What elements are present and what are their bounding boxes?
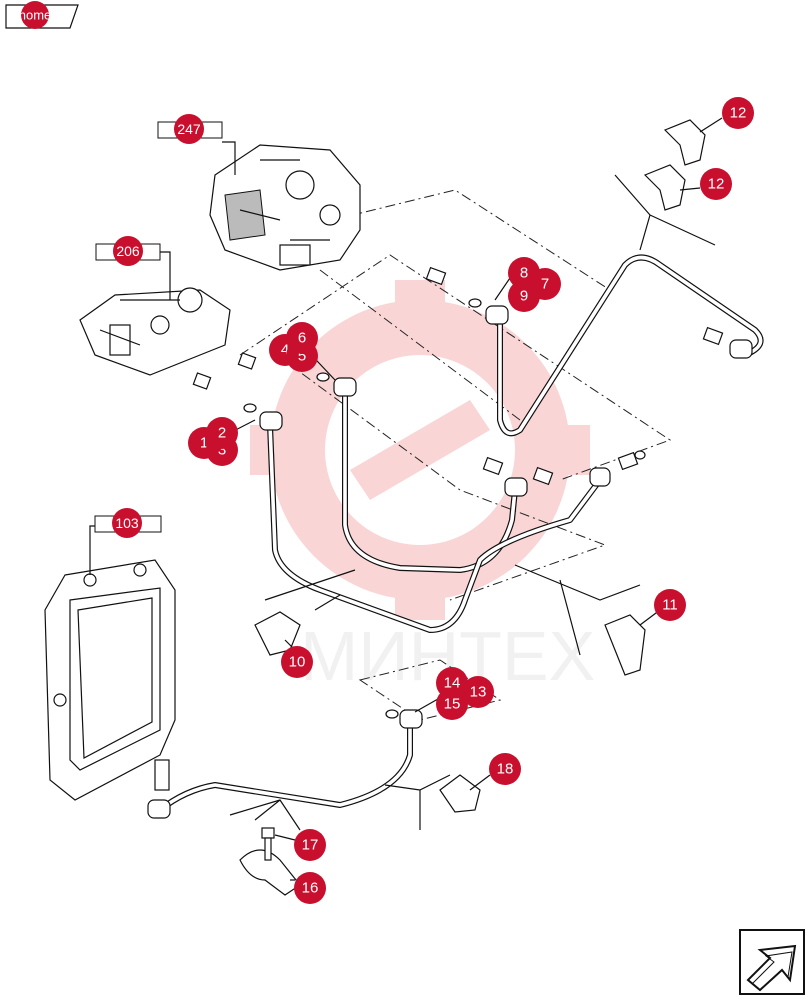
- o-ring-icon: [243, 298, 646, 719]
- ref-box-103[interactable]: 103: [94, 508, 162, 538]
- callout-label: 7: [541, 276, 549, 293]
- clip-16-icon: [239, 849, 301, 896]
- clip-12b-icon: [643, 164, 686, 211]
- callout-10[interactable]: 10: [281, 646, 313, 678]
- sensor-18-icon: [439, 774, 481, 813]
- pipe-bottom: [157, 717, 413, 813]
- nut-icon: [399, 709, 423, 729]
- callout-label: 9: [520, 288, 528, 305]
- callout-label: 11: [662, 597, 678, 614]
- callout-9[interactable]: 9: [508, 280, 540, 312]
- callout-label: 13: [470, 684, 487, 701]
- nut-icon: [333, 377, 357, 397]
- injection-pump-icon: [209, 144, 361, 271]
- callout-13[interactable]: 13: [462, 676, 494, 708]
- pipe-middle: [342, 387, 518, 573]
- ref-box-label: 103: [115, 515, 139, 531]
- home-label: home: [19, 8, 52, 23]
- clip-11-icon: [604, 614, 646, 676]
- nut-icon: [485, 305, 509, 325]
- callout-12-lower[interactable]: 12: [700, 168, 732, 200]
- nut-icon: [504, 477, 528, 497]
- callout-12-top[interactable]: 12: [722, 97, 754, 129]
- callout-11[interactable]: 11: [654, 589, 686, 621]
- callout-17[interactable]: 17: [294, 829, 326, 861]
- callout-2[interactable]: 2: [206, 417, 238, 449]
- callout-label: 2: [218, 425, 226, 442]
- next-page-button[interactable]: [739, 929, 805, 995]
- fitting-icon: [192, 352, 257, 390]
- rail-block-icon: [79, 287, 257, 390]
- nut-icon: [729, 339, 753, 359]
- callout-8[interactable]: 8: [508, 257, 540, 289]
- callout-label: 12: [730, 105, 747, 122]
- callout-label: 16: [302, 880, 319, 897]
- pipe-nuts: [147, 266, 753, 819]
- nut-icon: [147, 799, 171, 819]
- callout-label: 5: [298, 348, 306, 365]
- leader-lines: [89, 117, 723, 881]
- arrow-next-icon: [746, 944, 797, 992]
- nut-icon: [589, 467, 611, 487]
- pipe-top-right: [497, 254, 764, 437]
- clip-12a-icon: [663, 119, 706, 166]
- ecu-icon: [44, 559, 176, 801]
- callout-label: 4: [281, 342, 289, 359]
- ref-box-247[interactable]: 247: [157, 114, 223, 144]
- callout-label: 12: [708, 176, 725, 193]
- callout-label: 14: [444, 675, 461, 692]
- ref-box-label: 247: [177, 121, 201, 137]
- callout-15[interactable]: 15: [436, 688, 468, 720]
- callout-label: 10: [289, 654, 306, 671]
- ref-box-label: 206: [116, 243, 140, 259]
- pipe-left-long: [267, 422, 603, 633]
- home-button[interactable]: home: [5, 1, 79, 29]
- callout-label: 18: [497, 761, 514, 778]
- callout-label: 8: [520, 265, 528, 282]
- callout-18[interactable]: 18: [489, 753, 521, 785]
- callout-16[interactable]: 16: [294, 872, 326, 904]
- callout-label: 17: [302, 837, 319, 854]
- callout-label: 15: [444, 696, 461, 713]
- callout-6[interactable]: 6: [286, 322, 318, 354]
- ref-box-206[interactable]: 206: [95, 236, 161, 266]
- nut-icon: [259, 411, 283, 431]
- callout-label: 1: [200, 435, 208, 452]
- fitting-icon: [425, 266, 724, 486]
- callout-label: 3: [218, 442, 226, 459]
- bolt-17-icon: [261, 827, 275, 861]
- centerlines: [229, 189, 672, 721]
- callout-label: 6: [298, 330, 306, 347]
